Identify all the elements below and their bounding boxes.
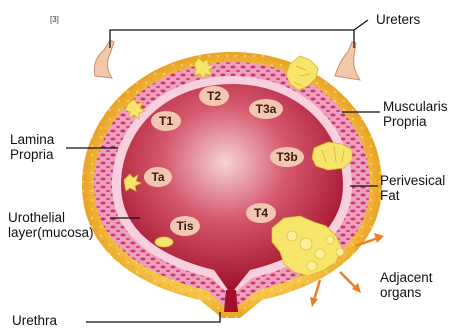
stage-ta: Ta <box>151 170 164 184</box>
label-urethra: Urethra <box>12 313 57 328</box>
label-ureters: Ureters <box>376 12 420 27</box>
stage-t2: T2 <box>207 89 221 103</box>
label-muscularis-propria: Muscularis Propria <box>383 99 448 129</box>
stage-t3a: T3a <box>256 102 277 116</box>
reference-marker: [3] <box>50 15 59 24</box>
urethra-tube <box>224 290 238 312</box>
tumor-t3b <box>312 142 352 170</box>
tumor-tis <box>155 237 173 247</box>
stage-t4: T4 <box>254 206 268 220</box>
label-adjacent-organs: Adjacent organs <box>380 270 433 300</box>
stage-t3b: T3b <box>276 150 297 164</box>
label-perivesical-fat: Perivesical Fat <box>380 173 445 203</box>
stage-t1: T1 <box>159 114 173 128</box>
label-urothelial-layer: Urothelial layer(mucosa) <box>8 210 94 240</box>
ureter-right <box>335 42 360 80</box>
stage-tis: Tis <box>176 219 193 233</box>
ureter-left <box>94 40 114 78</box>
label-lamina-propria: Lamina Propria <box>10 132 54 162</box>
